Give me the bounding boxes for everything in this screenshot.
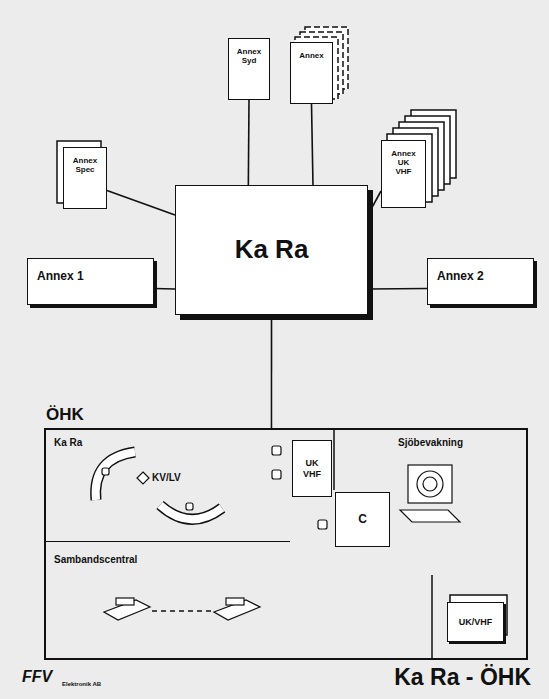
box-label: Annex Syd (237, 47, 261, 65)
connector (312, 104, 313, 185)
annex-box: Ka Ra (175, 185, 368, 315)
chair (272, 446, 281, 455)
wall-line (431, 575, 433, 659)
box-label: Annex 2 (437, 270, 533, 284)
teleprinter (116, 598, 134, 605)
annex-box: C (335, 492, 390, 547)
console (96, 452, 135, 500)
chair (102, 468, 109, 475)
company-logo: FFV (22, 668, 52, 686)
building-outline: ÖHKKa RaUK VHFSjöbevakningCSambandscentr… (44, 428, 528, 660)
box-label: Annex (299, 51, 323, 60)
annex-box: Annex (290, 42, 333, 104)
area-heading: Sambandscentral (54, 554, 137, 566)
box-label: Annex Spec (73, 156, 97, 174)
diagram-caption: Ka Ra - ÖHK (394, 664, 531, 691)
company-name: Elektronik AB (62, 681, 101, 687)
box-label: Ka Ra (235, 235, 309, 265)
room-region: Ka Ra (46, 430, 290, 542)
connector (271, 315, 273, 428)
connector (248, 100, 250, 185)
connector (368, 288, 427, 290)
box-label: Annex 1 (37, 270, 153, 284)
area-heading: Ka Ra (54, 437, 82, 449)
annex-box: Annex UK VHF (381, 140, 426, 208)
annex-box: Annex 1 (27, 258, 154, 305)
keyboard (400, 510, 460, 522)
room-region: Sjöbevakning (390, 430, 528, 550)
box-label: C (358, 513, 367, 527)
radar-screen (423, 477, 437, 491)
chair (272, 470, 281, 479)
annex-box: Annex Syd (228, 38, 270, 100)
monitor (408, 465, 452, 503)
console (96, 452, 135, 500)
area-heading: ÖHK (46, 405, 84, 425)
teleprinter (226, 598, 244, 605)
annex-box: UK VHF (292, 440, 332, 497)
annex-box: Annex 2 (427, 258, 534, 305)
radar-screen (417, 471, 443, 497)
connector (368, 191, 381, 215)
annex-box: Annex Spec (63, 147, 107, 209)
chair (186, 503, 193, 510)
box-label: UK/VHF (459, 617, 493, 627)
connector (107, 190, 175, 215)
chair (318, 520, 327, 529)
diamond-symbol (137, 472, 149, 484)
area-heading: Sjöbevakning (398, 437, 463, 449)
link-line (152, 610, 212, 612)
console-label: KV/LV (152, 472, 181, 483)
annex-box: UK/VHF (447, 602, 504, 642)
room-region: Sambandscentral (46, 547, 432, 659)
wall-line (333, 430, 335, 490)
connector (154, 288, 175, 290)
box-label: UK VHF (303, 458, 321, 479)
box-label: Annex UK VHF (391, 149, 415, 177)
